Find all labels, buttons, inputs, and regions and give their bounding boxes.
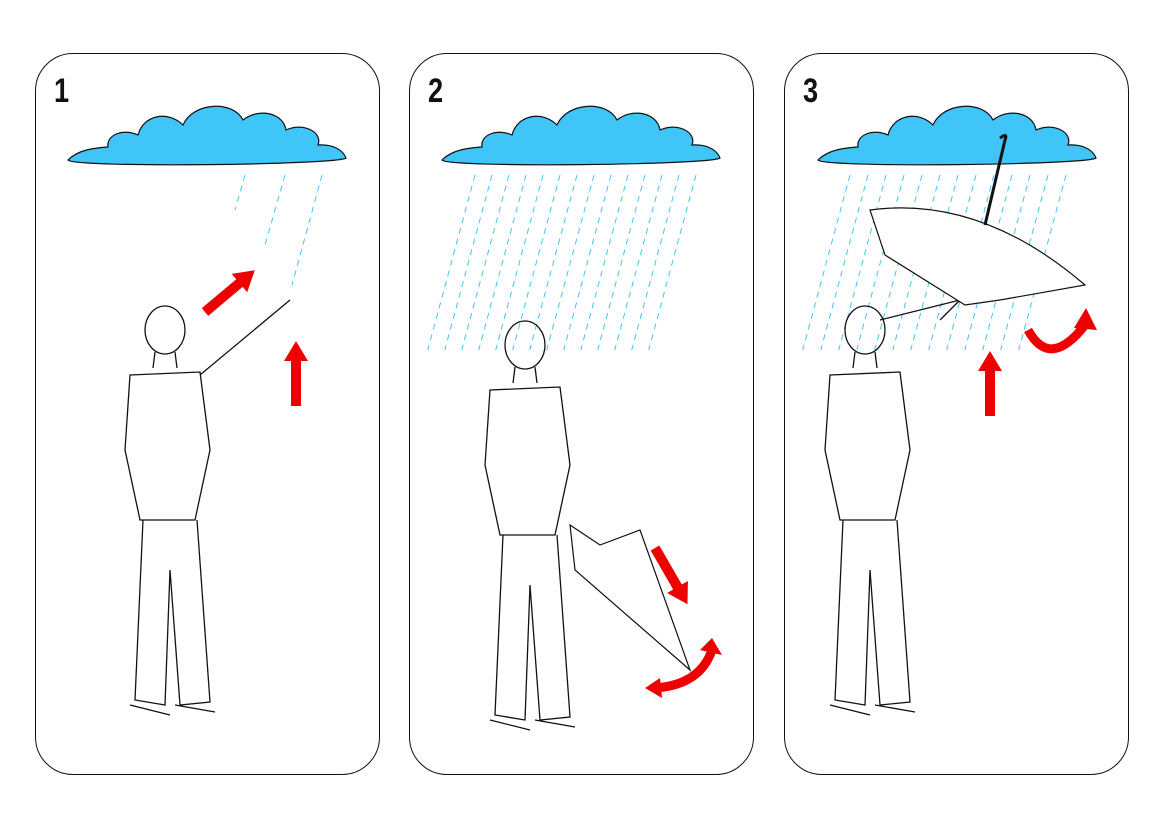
rain — [234, 174, 323, 286]
raindrop-line — [546, 174, 595, 351]
person-figure — [484, 320, 576, 731]
raindrop-line — [529, 174, 578, 351]
person-figure — [824, 305, 916, 716]
raindrop-line — [461, 174, 510, 351]
step-number: 2 — [428, 72, 444, 110]
raindrop-line — [563, 174, 612, 351]
raindrop-line — [495, 174, 544, 351]
arrow-icon — [644, 542, 698, 611]
raindrop-line — [802, 174, 851, 351]
raindrop-line — [597, 174, 646, 351]
raindrop-line — [648, 174, 697, 351]
umbrella-handle — [983, 133, 1008, 226]
rotate-arrow-icon — [654, 648, 717, 693]
closed-umbrella — [569, 523, 692, 672]
cloud-icon — [441, 105, 721, 166]
raindrop-line — [512, 174, 561, 351]
raindrop-line — [580, 174, 629, 351]
raindrop-line — [427, 174, 476, 351]
step-panel-1: 1 — [35, 53, 380, 775]
inverted-umbrella — [869, 207, 1087, 306]
raindrop-line — [444, 174, 493, 351]
rain — [427, 174, 697, 351]
cloud-icon — [67, 105, 347, 166]
arrow-icon — [284, 341, 308, 406]
raindrop-line — [820, 174, 869, 351]
person-figure — [124, 305, 216, 716]
rotate-arrow-icon — [1024, 322, 1089, 354]
step-panel-2: 2 — [409, 53, 754, 775]
raindrop-line — [838, 174, 887, 351]
step-panel-3: 3 — [784, 53, 1129, 775]
raindrop-line — [614, 174, 663, 351]
cloud-icon — [817, 105, 1097, 166]
arrow-icon — [197, 261, 263, 322]
raindrop-line — [856, 174, 905, 351]
step-number: 3 — [803, 72, 819, 110]
step-number: 1 — [54, 72, 70, 110]
raindrop-line — [631, 174, 680, 351]
arrow-icon — [978, 351, 1002, 416]
raindrop-line — [478, 174, 527, 351]
